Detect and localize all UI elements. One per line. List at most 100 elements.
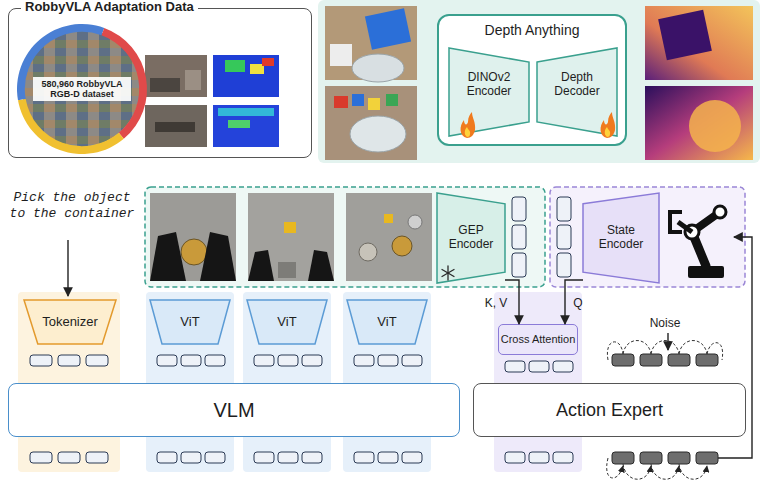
depth-map [658, 10, 712, 61]
token [58, 452, 80, 463]
dataset-thumbnail [250, 64, 264, 74]
encoder-block: State Encoder [583, 193, 659, 283]
token [86, 355, 108, 366]
input-photo [386, 94, 398, 106]
token [181, 355, 201, 366]
camera-image [284, 222, 296, 233]
camera-image [200, 232, 236, 281]
tokenizer-block-shape [24, 300, 116, 344]
token [378, 452, 398, 463]
dataset-thumbnail [262, 58, 274, 66]
dataset-thumbnail [213, 55, 279, 97]
input-photo [352, 54, 404, 82]
input-photo [325, 6, 417, 160]
encoder-block-shape [583, 193, 659, 283]
depth-map [645, 6, 753, 80]
input-photo [334, 96, 348, 108]
camera-image [359, 243, 377, 261]
dataset-circle-text: 580,960 RobbyVLA RGB-D dataset [33, 77, 131, 102]
dataset-thumbnail [213, 105, 279, 147]
noise-token [612, 354, 634, 366]
input-photo [325, 86, 417, 160]
encoder-block-text: GEP Encoder [437, 224, 505, 252]
tokenizer-block: Tokenizer [24, 300, 116, 344]
token [378, 355, 398, 366]
token [529, 361, 549, 372]
depth-map [645, 6, 753, 160]
camera-image [248, 250, 274, 281]
camera-image [181, 239, 207, 265]
noise-token [696, 452, 718, 464]
token [278, 452, 298, 463]
camera-image [150, 193, 432, 281]
denoise-loop [623, 341, 651, 355]
edge-label: K, V [478, 296, 514, 310]
noise-token [640, 452, 662, 464]
encoder-block: DINOv2 Encoder [449, 48, 529, 136]
encoder-block-text: DINOv2 Encoder [449, 71, 529, 99]
token [302, 452, 322, 463]
denoise-loop [607, 342, 623, 360]
vit-block: ViT [150, 300, 230, 344]
token [512, 225, 526, 249]
model-box: VLM [8, 383, 460, 437]
instruction-text: Pick the object to the container [4, 190, 140, 221]
encoder-block-shape [449, 48, 529, 136]
noise-token [668, 452, 690, 464]
input-photo [365, 8, 411, 50]
noise-token [696, 354, 718, 366]
token [30, 452, 52, 463]
token [553, 452, 573, 463]
state-region [550, 187, 745, 287]
camera-image [392, 236, 412, 256]
token [505, 361, 525, 372]
vit-block-text: ViT [377, 315, 396, 330]
input-photo [350, 116, 406, 152]
vit-block: ViT [347, 300, 427, 344]
model-box-text: VLM [213, 399, 254, 422]
token [58, 355, 80, 366]
token [402, 355, 422, 366]
token [512, 197, 526, 221]
depth-map [689, 100, 741, 152]
robot-arm-icon [670, 206, 726, 278]
denoise-loop [651, 464, 679, 479]
depth-model-box-text: Depth Anything [439, 22, 625, 38]
token [557, 253, 571, 277]
dataset-thumbnail [145, 55, 207, 97]
token [354, 355, 374, 366]
token [278, 355, 298, 366]
token [205, 355, 225, 366]
depth-model-box: Depth AnythingDINOv2 EncoderDepth Decode… [437, 14, 627, 146]
tokenizer-block-text: Tokenizer [42, 315, 98, 330]
dataset-thumbnail [155, 122, 195, 132]
depth-panel-background [318, 0, 760, 163]
gep-region [145, 187, 545, 287]
camera-image [308, 250, 334, 281]
column-band [146, 292, 234, 472]
token [157, 355, 177, 366]
flow-arrow [667, 333, 668, 350]
token [86, 452, 108, 463]
column-band [18, 292, 120, 472]
denoise-loop [679, 464, 707, 479]
robot-arm-icon [714, 206, 726, 218]
token [505, 452, 525, 463]
attention-box-text: Cross Attention [501, 333, 576, 346]
depth-panel-background [318, 0, 760, 163]
column-band [243, 292, 331, 472]
dataset-thumbnail [150, 78, 180, 92]
depth-map [645, 86, 753, 160]
camera-image [346, 193, 432, 281]
dataset-ring-segment [18, 99, 124, 154]
encoder-block-text: State Encoder [583, 224, 659, 252]
input-photo [330, 44, 352, 66]
noise-label: Noise [640, 316, 690, 330]
model-box-text: Action Expert [556, 400, 663, 421]
token [254, 452, 274, 463]
vit-block: ViT [247, 300, 327, 344]
camera-image [408, 215, 422, 229]
token [512, 253, 526, 277]
noise-token [612, 452, 634, 464]
token [181, 452, 201, 463]
